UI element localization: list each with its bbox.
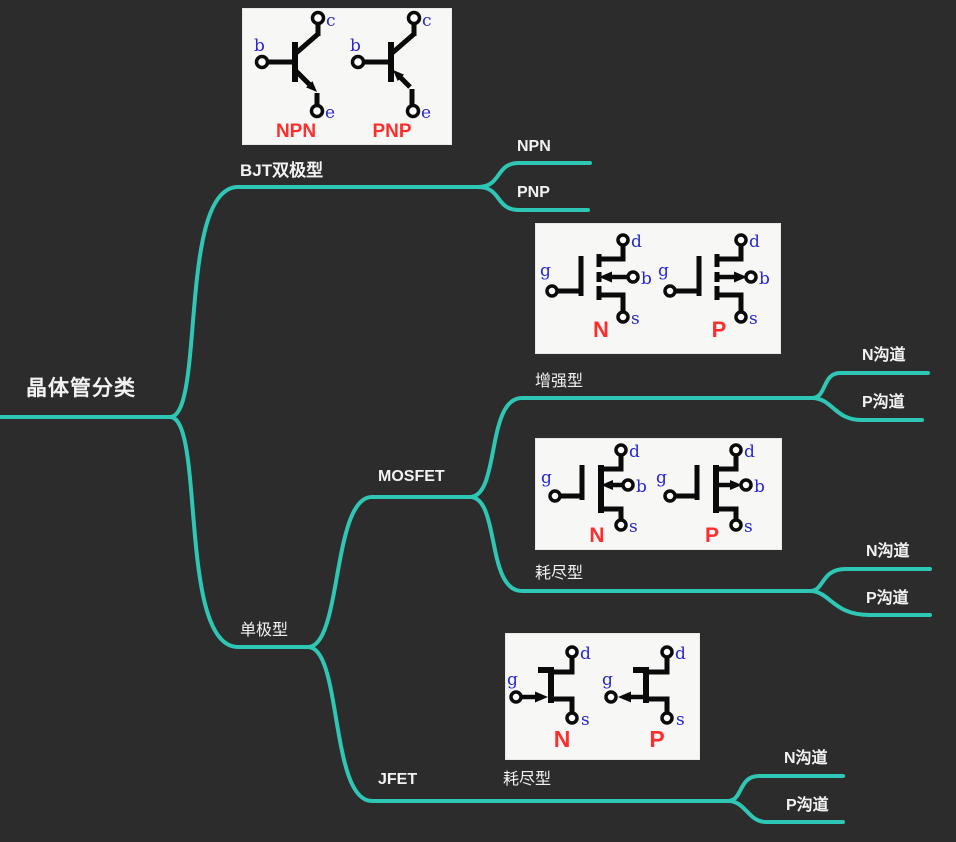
enhancement-mosfet-diagram: g d b s N g d b s	[540, 232, 770, 342]
node-npn[interactable]: NPN	[517, 138, 551, 155]
pmos-gate-label: g	[658, 261, 669, 281]
node-enh-p-channel[interactable]: P沟道	[862, 394, 905, 411]
pmos-depletion-symbol: g d b s P	[656, 442, 765, 547]
npn-collector-label: c	[326, 11, 336, 31]
node-jfet-n-channel[interactable]: N沟道	[784, 750, 828, 767]
connector-dep-p	[808, 589, 932, 617]
nmos-dep-gate-label: g	[541, 468, 552, 488]
node-pnp[interactable]: PNP	[517, 184, 550, 201]
pmos-body-label: b	[759, 269, 770, 289]
npn-base-label: b	[254, 36, 265, 56]
pmos-dep-body-label: b	[754, 477, 765, 497]
pmos-dep-gate-label: g	[656, 468, 667, 488]
pnp-transistor-symbol: b c e PNP	[350, 10, 432, 142]
n-jfet-symbol: g d s N	[507, 644, 591, 752]
connector-dep-n	[808, 567, 932, 593]
pmos-dep-drain-label: d	[744, 442, 755, 462]
pmos-dep-source-label: s	[744, 517, 753, 537]
mosfet-enhancement-symbols-image[interactable]: g d b s N g d b s	[535, 223, 781, 354]
nmos-drain-label: d	[631, 232, 642, 252]
npn-caption: NPN	[276, 121, 316, 142]
node-jfet[interactable]: JFET	[378, 771, 418, 788]
bjt-npn-pnp-diagram: b c e NPN b c e PNP	[254, 10, 432, 142]
pnp-emitter-label: e	[421, 103, 431, 123]
pnp-collector-label: c	[422, 11, 432, 31]
mosfet-depletion-symbols-image[interactable]: g d b s N g d b s	[535, 438, 782, 550]
connector-jfet	[306, 645, 730, 803]
nmos-dep-caption: N	[589, 524, 604, 547]
pmos-drain-label: d	[749, 232, 760, 252]
npn-emitter-label: e	[325, 103, 335, 123]
nmos-body-label: b	[641, 269, 652, 289]
connector-unipolar	[168, 415, 310, 649]
node-jfet-depletion[interactable]: 耗尽型	[503, 771, 552, 788]
node-depletion[interactable]: 耗尽型	[535, 565, 584, 582]
node-bjt[interactable]: BJT双极型	[240, 161, 324, 180]
node-enh-n-channel[interactable]: N沟道	[862, 347, 906, 364]
p-jfet-source-label: s	[676, 710, 685, 730]
bjt-symbols-image[interactable]: b c e NPN b c e PNP	[242, 8, 452, 145]
nmos-enhancement-symbol: g d b s N	[540, 232, 652, 342]
node-dep-n-channel[interactable]: N沟道	[866, 543, 910, 560]
node-enhancement[interactable]: 增强型	[535, 373, 584, 390]
pmos-source-label: s	[749, 309, 758, 329]
nmos-source-label: s	[631, 309, 640, 329]
node-jfet-p-channel[interactable]: P沟道	[786, 797, 829, 814]
connector-pnp	[476, 185, 590, 212]
nmos-dep-body-label: b	[636, 477, 647, 497]
nmos-gate-label: g	[540, 261, 551, 281]
connector-jfet-p	[726, 799, 845, 824]
nmos-dep-source-label: s	[629, 517, 638, 537]
n-jfet-source-label: s	[581, 710, 590, 730]
pnp-caption: PNP	[372, 121, 411, 142]
nmos-depletion-symbol: g d b s N	[541, 442, 647, 547]
connector-enhancement	[468, 396, 814, 499]
connector-depletion	[468, 495, 812, 593]
n-jfet-gate-label: g	[507, 670, 518, 690]
pmos-dep-caption: P	[705, 524, 719, 547]
node-mosfet[interactable]: MOSFET	[378, 468, 445, 485]
p-jfet-gate-label: g	[602, 670, 613, 690]
jfet-diagram: g d s N g d s P	[507, 644, 686, 752]
p-jfet-symbol: g d s P	[602, 644, 686, 752]
jfet-symbols-image[interactable]: g d s N g d s P	[505, 633, 700, 760]
pnp-base-label: b	[350, 36, 361, 56]
p-jfet-caption: P	[649, 726, 664, 752]
n-jfet-caption: N	[554, 726, 571, 752]
pmos-enhancement-symbol: g d b s P	[658, 232, 770, 342]
connector-enh-p	[810, 396, 924, 422]
depletion-mosfet-diagram: g d b s N g d b s	[541, 442, 765, 547]
node-dep-p-channel[interactable]: P沟道	[866, 590, 909, 607]
nmos-caption: N	[593, 317, 609, 342]
node-unipolar[interactable]: 单极型	[240, 622, 289, 639]
pmos-caption: P	[712, 317, 727, 342]
node-root[interactable]: 晶体管分类	[26, 377, 136, 400]
connector-mosfet	[306, 495, 472, 649]
connector-bjt	[168, 185, 480, 419]
n-jfet-drain-label: d	[580, 644, 591, 664]
nmos-dep-drain-label: d	[629, 442, 640, 462]
p-jfet-drain-label: d	[675, 644, 686, 664]
npn-transistor-symbol: b c e NPN	[254, 10, 336, 142]
